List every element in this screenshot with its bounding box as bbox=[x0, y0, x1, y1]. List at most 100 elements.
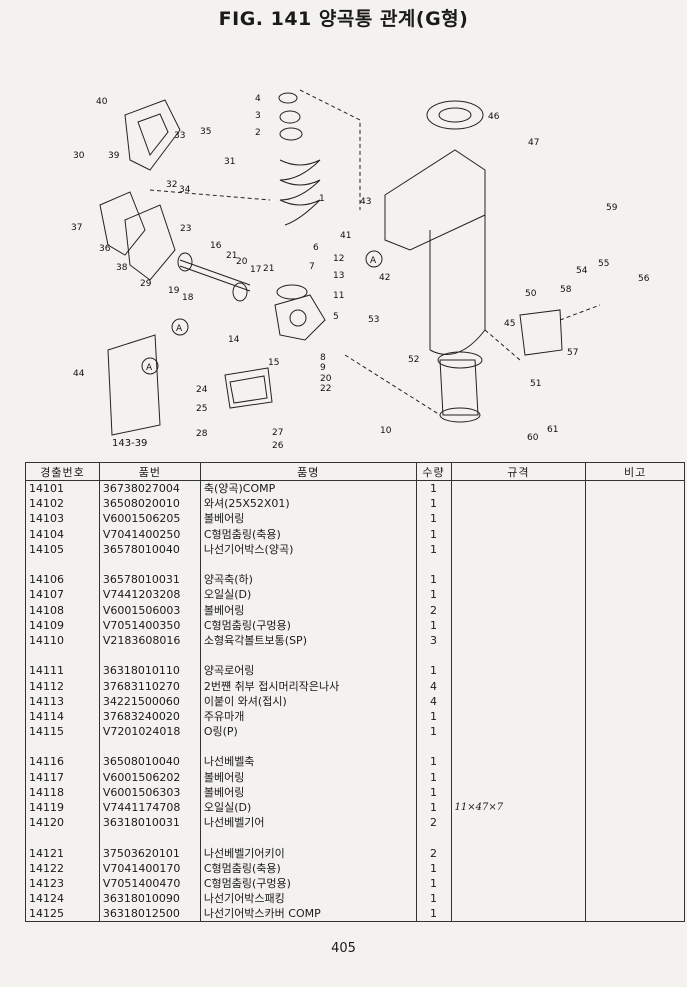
callout-label: 20 bbox=[236, 257, 248, 267]
cell-part-name: 나선기어박스(양곡) bbox=[199, 541, 417, 557]
table-row bbox=[25, 830, 685, 846]
cell-item-no: 14112 bbox=[25, 678, 100, 694]
cell-spec bbox=[450, 754, 587, 770]
cell-item-no: 14116 bbox=[25, 754, 100, 770]
cell-item-no: 14118 bbox=[25, 784, 100, 800]
cell-part-no bbox=[98, 648, 201, 664]
cell-item-no: 14117 bbox=[25, 769, 100, 785]
cell-item-no: 14107 bbox=[25, 587, 100, 603]
cell-part-no: V2183608016 bbox=[98, 632, 201, 649]
cell-note bbox=[585, 724, 685, 740]
callout-label: 56 bbox=[638, 274, 650, 284]
gear-box-5 bbox=[274, 294, 326, 341]
cell-part-no: 36508010040 bbox=[98, 754, 201, 770]
cell-note bbox=[585, 480, 685, 497]
cell-part-no: 37683240020 bbox=[98, 708, 201, 724]
cell-item-no: 14105 bbox=[25, 541, 100, 557]
cell-spec bbox=[450, 815, 587, 831]
cell-part-no: 36318010031 bbox=[98, 815, 201, 831]
cell-note bbox=[585, 678, 685, 694]
bracket-plate-38 bbox=[99, 191, 146, 256]
callout-label: 44 bbox=[73, 369, 85, 379]
cell-quantity: 1 bbox=[415, 860, 452, 876]
callout-label: 7 bbox=[309, 262, 315, 272]
cell-note bbox=[585, 496, 685, 512]
cell-part-name: 오일실(D) bbox=[199, 587, 417, 603]
cell-spec bbox=[450, 724, 587, 740]
cell-part-no: V7201024018 bbox=[98, 724, 201, 740]
cell-spec bbox=[450, 480, 587, 497]
cell-part-name: 볼베어링 bbox=[199, 602, 417, 618]
table-row bbox=[25, 739, 685, 755]
column-header-note: 비고 bbox=[585, 462, 685, 481]
cell-note bbox=[585, 815, 685, 831]
cell-quantity: 1 bbox=[415, 891, 452, 907]
cell-part-name: C형멈춤링(축용) bbox=[199, 860, 417, 876]
cell-quantity: 1 bbox=[415, 875, 452, 892]
cell-part-name: C형멈춤링(축용) bbox=[199, 526, 417, 542]
cell-part-no: V6001506202 bbox=[98, 769, 201, 785]
cell-note bbox=[585, 799, 685, 816]
callout-label: 59 bbox=[606, 203, 618, 213]
cell-item-no: 14109 bbox=[25, 617, 100, 633]
cell-spec bbox=[450, 906, 587, 923]
svg-text:A: A bbox=[176, 324, 183, 334]
cell-part-name: O링(P) bbox=[199, 724, 417, 740]
cell-part-no: 36318010110 bbox=[98, 663, 201, 679]
cell-quantity: 1 bbox=[415, 617, 452, 633]
cell-item-no bbox=[25, 830, 100, 846]
callout-label: 35 bbox=[200, 127, 211, 137]
callout-label: 37 bbox=[71, 223, 82, 233]
cell-part-no: 37503620101 bbox=[98, 845, 201, 861]
cell-part-no: V6001506303 bbox=[98, 784, 201, 800]
cell-spec bbox=[450, 511, 587, 527]
cell-quantity: 1 bbox=[415, 769, 452, 785]
svg-text:A: A bbox=[370, 256, 377, 266]
callout-label: 57 bbox=[567, 348, 578, 358]
callout-label: 50 bbox=[525, 289, 537, 299]
callout-label: 36 bbox=[99, 244, 111, 254]
cell-quantity: 1 bbox=[415, 496, 452, 512]
reference-mark: A bbox=[141, 357, 159, 375]
cell-note bbox=[585, 541, 685, 557]
callout-label: 53 bbox=[368, 315, 379, 325]
cell-quantity bbox=[415, 830, 452, 846]
cell-item-no: 14122 bbox=[25, 860, 100, 876]
cell-quantity: 1 bbox=[415, 754, 452, 770]
cell-quantity: 1 bbox=[415, 587, 452, 603]
cell-quantity bbox=[415, 648, 452, 664]
callout-label: 55 bbox=[598, 259, 609, 269]
cell-part-name: 양곡축(하) bbox=[199, 572, 417, 588]
column-header-no: 경출번호 bbox=[25, 462, 100, 481]
plate-29 bbox=[124, 204, 176, 281]
callout-label: 60 bbox=[527, 433, 539, 443]
cell-spec bbox=[450, 587, 587, 603]
cell-part-no: V7441203208 bbox=[98, 587, 201, 603]
cell-spec bbox=[450, 678, 587, 694]
cell-quantity: 1 bbox=[415, 708, 452, 724]
callout-label: 17 bbox=[250, 265, 261, 275]
callout-label: 2 bbox=[255, 128, 261, 138]
cell-part-name: 볼베어링 bbox=[199, 511, 417, 527]
cell-part-name: 볼베어링 bbox=[199, 769, 417, 785]
cell-spec bbox=[450, 708, 587, 724]
cell-spec bbox=[450, 602, 587, 618]
cell-note bbox=[585, 511, 685, 527]
cell-note bbox=[585, 769, 685, 785]
cover-plate-39 bbox=[124, 99, 181, 171]
column-header-qty: 수량 bbox=[415, 462, 452, 481]
cell-note bbox=[585, 617, 685, 633]
cell-item-no: 14111 bbox=[25, 663, 100, 679]
callout-label: 26 bbox=[272, 441, 284, 451]
cell-note bbox=[585, 602, 685, 618]
